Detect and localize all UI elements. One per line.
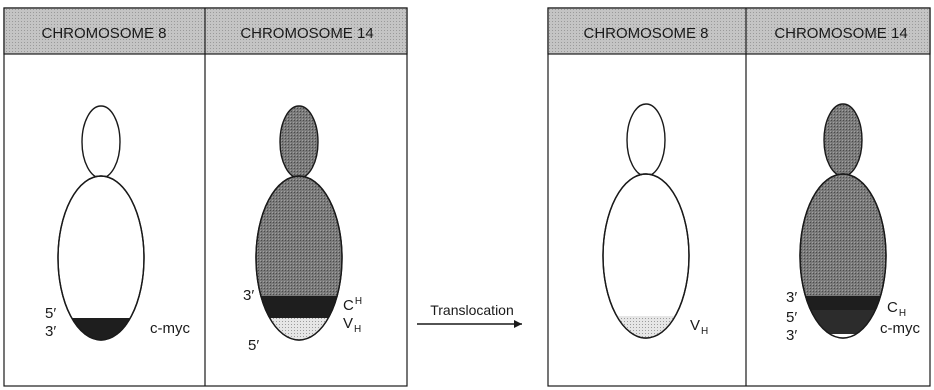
before-chr8-5prime: 5′ <box>45 305 56 322</box>
centromere-top-arm <box>82 106 120 178</box>
before-chr14-title: CHROMOSOME 14 <box>240 25 373 42</box>
after-chr8-title: CHROMOSOME 8 <box>583 25 708 42</box>
translocation-label: Translocation <box>430 302 514 318</box>
centromere-top-arm <box>824 104 862 176</box>
centromere-top-arm <box>280 106 318 178</box>
arrow-head-icon <box>514 320 522 328</box>
before-chr8-title: CHROMOSOME 8 <box>41 25 166 42</box>
before-chr14-5prime: 5′ <box>248 337 259 354</box>
after-chr14-3prime-top: 3′ <box>786 289 797 306</box>
after-chr14-title: CHROMOSOME 14 <box>774 25 907 42</box>
centromere-top-arm <box>627 104 665 176</box>
translocation-arrow-group: Translocation <box>417 302 522 328</box>
after-panel: CHROMOSOME 8 VH CHROMOSOME 14 3′ 5′ 3′ <box>548 8 930 386</box>
after-chr14-5prime: 5′ <box>786 309 797 326</box>
after-chr14-cmyc-label: c-myc <box>880 320 920 337</box>
before-chr8-cmyc-label: c-myc <box>150 320 190 337</box>
before-panel: CHROMOSOME 8 5′ 3′ c-myc CHROMOSOME 14 3… <box>4 8 407 386</box>
after-chr14-3prime-bottom: 3′ <box>786 327 797 344</box>
before-chr8-3prime: 3′ <box>45 323 56 340</box>
before-chr14-3prime: 3′ <box>243 287 254 304</box>
